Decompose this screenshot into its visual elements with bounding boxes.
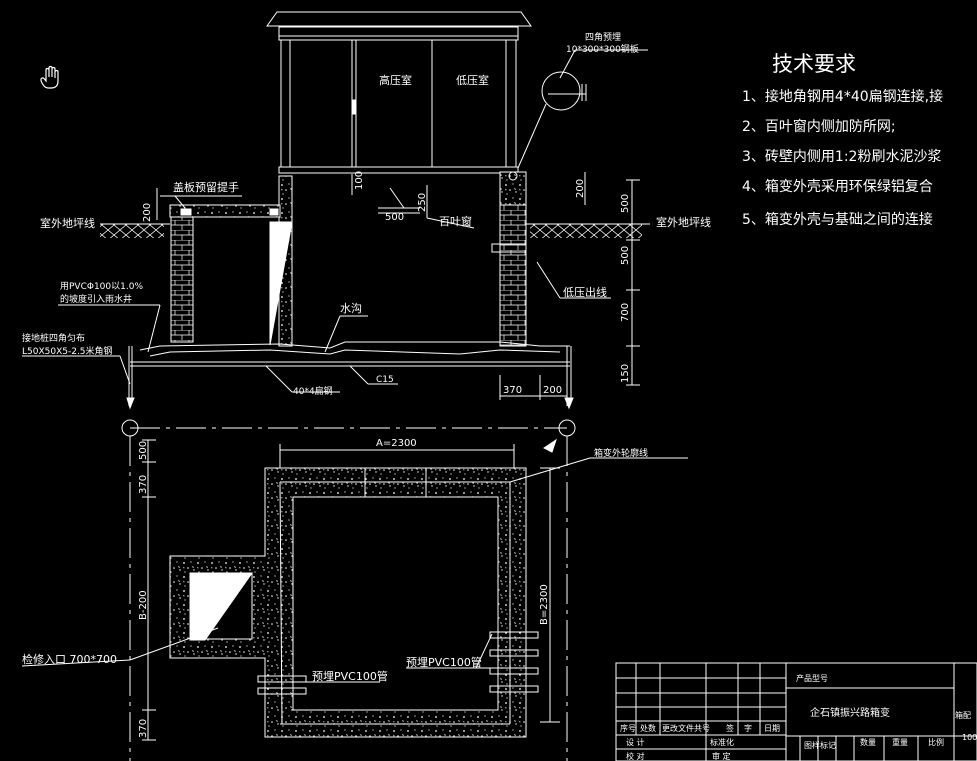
concrete-label: C15: [376, 375, 394, 385]
drawing-name: 企石镇振兴路箱变: [810, 706, 890, 719]
ditch-label: 水沟: [340, 302, 362, 315]
section-view: 四角预埋 10*300*300钢板 高压室 低压室 室外: [22, 11, 711, 410]
cover-handle-label: 盖板预留提手: [173, 180, 239, 194]
dim-500-b: 500: [620, 246, 631, 265]
tb-std: 标准化: [710, 737, 734, 747]
tb-qty: 数量: [860, 737, 876, 747]
tech-item: 2、百叶窗内侧加防所网;: [742, 118, 896, 135]
slope-fill: [269, 221, 293, 346]
room-low-voltage: 低压室: [456, 73, 489, 87]
product-model: 产品型号: [796, 673, 828, 683]
tb-scale: 比例: [928, 737, 944, 747]
pvc-left-label: 预埋PVC100管: [312, 669, 388, 683]
dim-200-bottom: 200: [543, 385, 562, 396]
dim-370-left-b: 370: [138, 719, 149, 738]
dim-150: 150: [620, 364, 631, 383]
tb-col: 签: [726, 723, 734, 733]
tech-item: 3、砖壁内侧用1:2粉刷水泥沙浆: [742, 149, 941, 165]
tech-item: 5、箱变外壳与基础之间的连接: [742, 211, 933, 228]
tb-row: 设 计: [626, 737, 645, 747]
roof: [266, 11, 532, 27]
tb-col: 更改文件共号: [662, 723, 710, 733]
dim-500-a: 500: [620, 194, 631, 213]
tb-review: 审 定: [712, 751, 731, 761]
tb-col: 字: [744, 723, 752, 733]
louver-label: 百叶窗: [439, 214, 472, 228]
dim-200-right: 200: [575, 179, 586, 198]
dim-100: 100: [354, 171, 365, 190]
embed-title: 四角预埋: [585, 31, 621, 43]
pvc-right-label: 预埋PVC100管: [406, 655, 482, 669]
dim-250: 250: [417, 193, 428, 212]
hand-cursor-icon: [40, 65, 59, 89]
pvc-drain-note-1: 用PVCΦ100以1.0%: [60, 281, 143, 292]
tb-mark: 图样标记: [804, 740, 836, 750]
room-high-voltage: 高压室: [379, 73, 412, 87]
tb-col: 处数: [640, 723, 656, 733]
manhole-label: 检修入口 700*700: [22, 652, 117, 666]
tb-cut: 100: [962, 733, 977, 742]
tech-title: 技术要求: [772, 52, 856, 76]
dim-b: B=2300: [539, 584, 550, 625]
dim-200-left: 200: [142, 203, 153, 222]
tb-weight: 重量: [892, 737, 908, 747]
plan-view: A=2300 箱变外轮廓线 B=2300 500 370 B-200 370: [21, 419, 688, 761]
tb-cut: 箱配: [955, 710, 971, 720]
embed-detail-circle: [541, 71, 581, 111]
flat-steel-label: 40*4扁钢: [293, 385, 333, 397]
tb-row: 校 对: [626, 751, 645, 761]
tb-col: 序号: [620, 723, 636, 733]
embed-spec: 10*300*300钢板: [566, 43, 639, 55]
tech-item: 4、箱变外壳采用环保绿铝复合: [742, 178, 933, 195]
cabinet-body: [280, 39, 517, 168]
left-brick-wall: [170, 204, 194, 343]
dim-370-bottom: 370: [503, 385, 522, 396]
cover-slab: [169, 204, 281, 218]
title-block: 产品型号 企石镇振兴路箱变 序号 处数 更改文件共号 签 字 日期 设 计 校 …: [615, 662, 977, 761]
tb-col: 日期: [764, 724, 780, 733]
tech-item: 1、接地角钢用4*40扁钢连接,接: [742, 88, 943, 105]
dim-370-left-a: 370: [138, 475, 149, 494]
outline-label: 箱变外轮廓线: [594, 447, 648, 459]
pvc-drain-note-2: 的坡度引入雨水井: [60, 293, 132, 305]
ground-line-left: 室外地坪线: [40, 216, 95, 230]
dim-a: A=2300: [376, 438, 417, 449]
dim-500-left: 500: [138, 441, 149, 460]
ground-line-right: 室外地坪线: [656, 215, 711, 229]
low-outlet-label: 低压出线: [563, 285, 607, 299]
ground-pile-note-2: L50X50X5-2.5米角钢: [22, 345, 113, 357]
ground-pile-note-1: 接地桩四角匀布: [22, 332, 85, 344]
tech-requirements: 技术要求 1、接地角钢用4*40扁钢连接,接 2、百叶窗内侧加防所网; 3、砖壁…: [742, 52, 943, 228]
dim-b200: B-200: [138, 590, 149, 620]
dim-700: 700: [620, 303, 631, 322]
dim-500-louver: 500: [385, 212, 404, 223]
